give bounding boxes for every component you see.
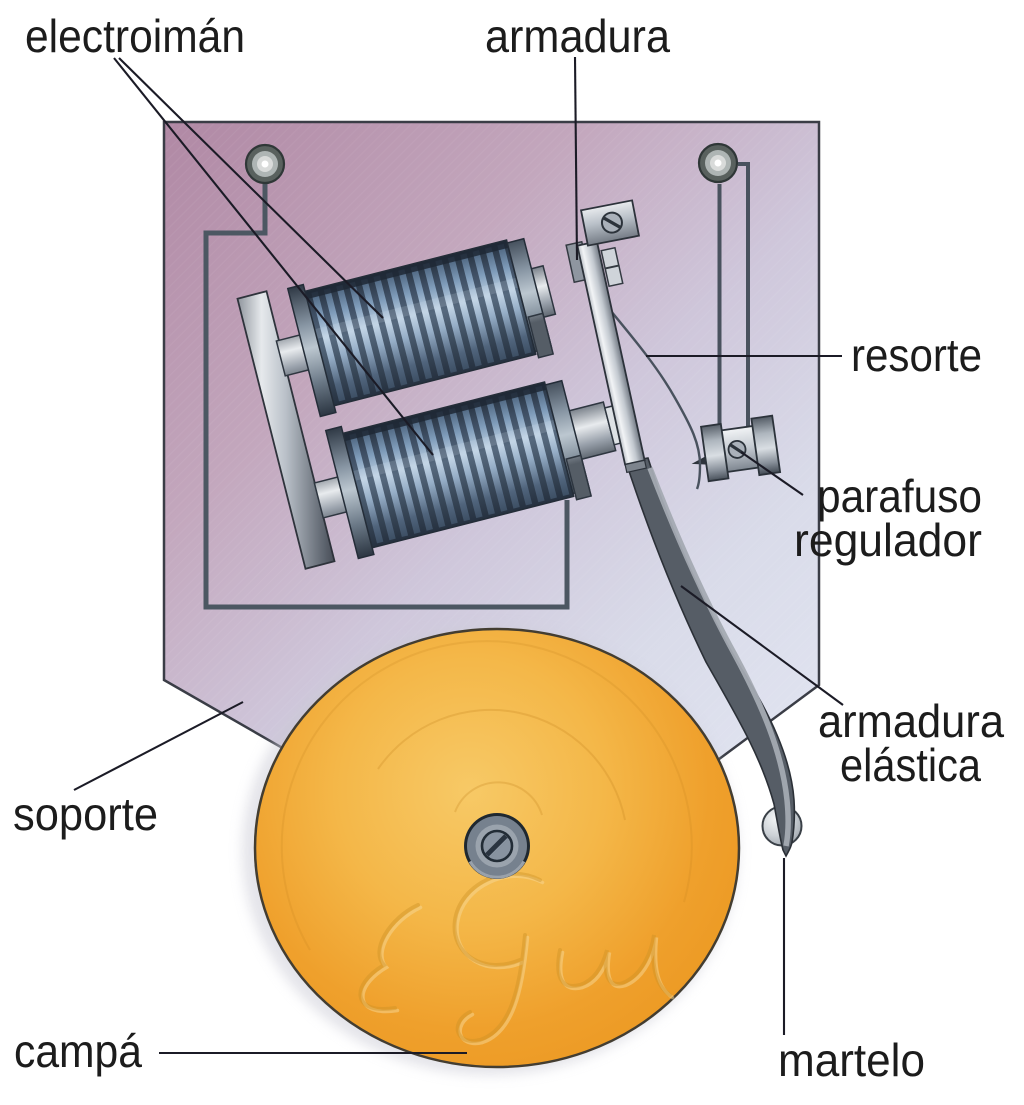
svg-text:armadura: armadura xyxy=(818,695,1004,747)
svg-text:electroimán: electroimán xyxy=(25,10,245,62)
svg-text:regulador: regulador xyxy=(794,514,982,566)
svg-text:campá: campá xyxy=(14,1025,142,1077)
svg-text:soporte: soporte xyxy=(13,788,158,840)
svg-text:armadura: armadura xyxy=(485,10,670,62)
svg-text:parafuso: parafuso xyxy=(817,470,982,522)
svg-text:martelo: martelo xyxy=(778,1034,925,1086)
svg-text:elástica: elástica xyxy=(840,739,981,791)
svg-text:resorte: resorte xyxy=(851,329,982,381)
